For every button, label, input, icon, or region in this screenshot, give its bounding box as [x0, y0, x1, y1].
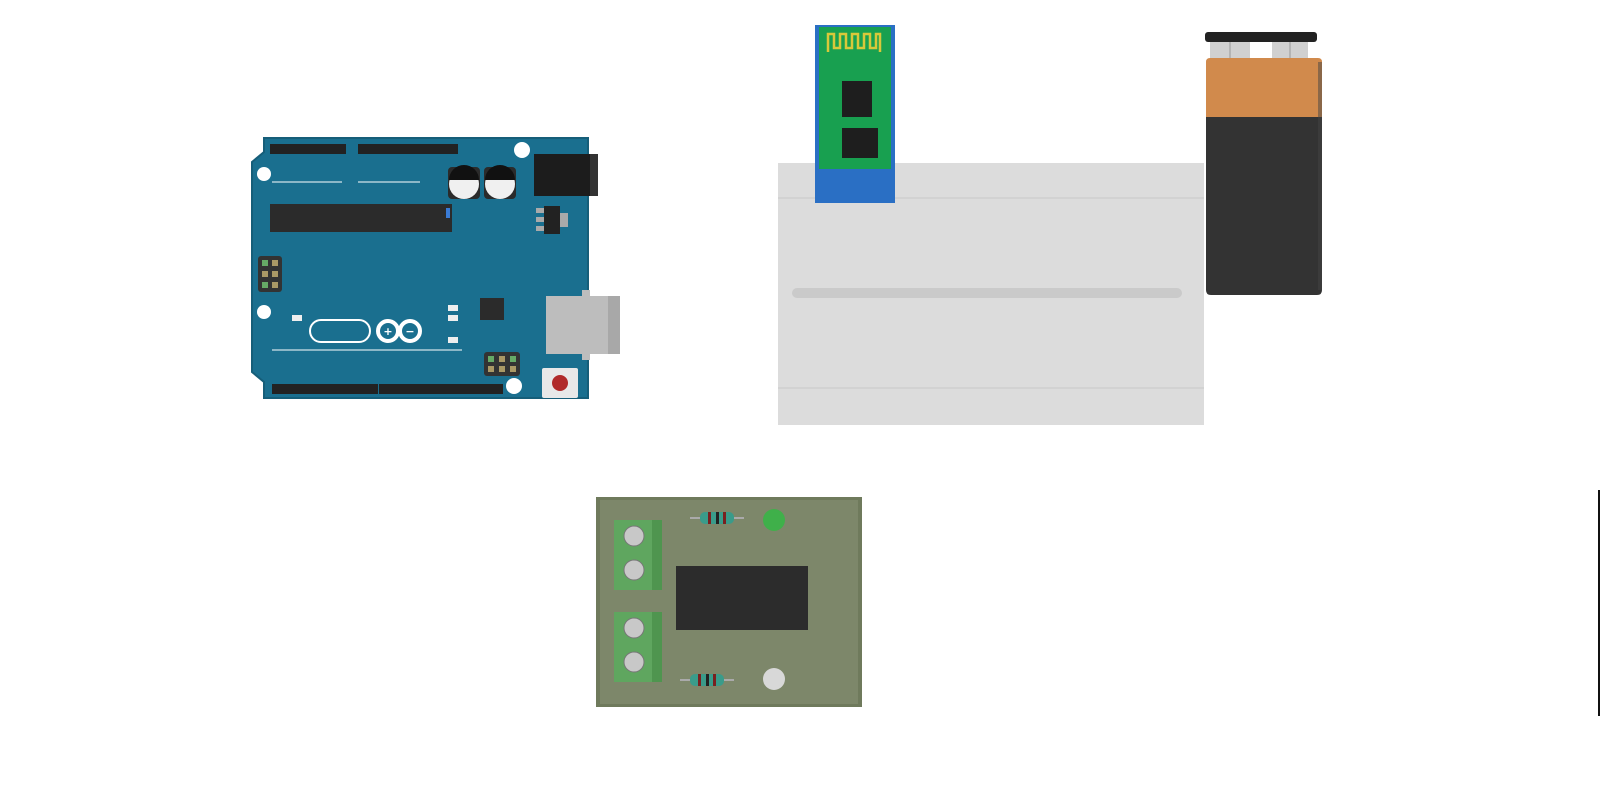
on-led: [292, 315, 302, 321]
reset-button[interactable]: [542, 368, 578, 398]
mounting-hole: [257, 167, 271, 181]
digital-header-low: [272, 384, 378, 394]
analog-header: [270, 144, 346, 154]
breadboard-center-channel: [792, 288, 1182, 298]
rx-led: [448, 305, 458, 311]
hc05-bluetooth-module: [815, 25, 895, 203]
svg-text:+: +: [383, 325, 392, 338]
motor-driver-board: [596, 497, 862, 707]
antenna-trace: [826, 32, 882, 52]
breadboard: [778, 163, 1204, 425]
capacitor: [484, 165, 516, 199]
power-header: [358, 144, 458, 154]
motor1-terminal-block: [614, 520, 662, 590]
green-led: [763, 509, 785, 531]
usb-chip: [480, 298, 504, 320]
svg-text:−: −: [405, 325, 414, 338]
resistor: [690, 512, 744, 524]
motor2-terminal-block: [614, 612, 662, 682]
tx-led: [448, 315, 458, 321]
hc05-chip: [842, 81, 872, 117]
digital-header-high: [379, 384, 503, 394]
battery-clip: [1205, 32, 1317, 42]
battery-9v: [1205, 32, 1322, 295]
usb-port: [546, 290, 620, 360]
hc05-chip-2: [842, 128, 878, 158]
white-led: [763, 668, 785, 690]
mounting-hole: [514, 142, 530, 158]
voltage-regulator: [536, 206, 568, 234]
atmega-chip: [270, 204, 452, 232]
l-led: [448, 337, 458, 343]
icsp2-header: [484, 352, 520, 376]
power-jack: [534, 154, 598, 196]
l293d-chip: [676, 566, 808, 630]
mounting-hole: [257, 305, 271, 319]
mounting-hole: [506, 378, 522, 394]
arduino-logo: + −: [309, 319, 422, 343]
resistor: [680, 674, 734, 686]
capacitor: [448, 165, 480, 199]
arduino-uno: + −: [251, 137, 620, 399]
icsp-header: [258, 256, 282, 292]
